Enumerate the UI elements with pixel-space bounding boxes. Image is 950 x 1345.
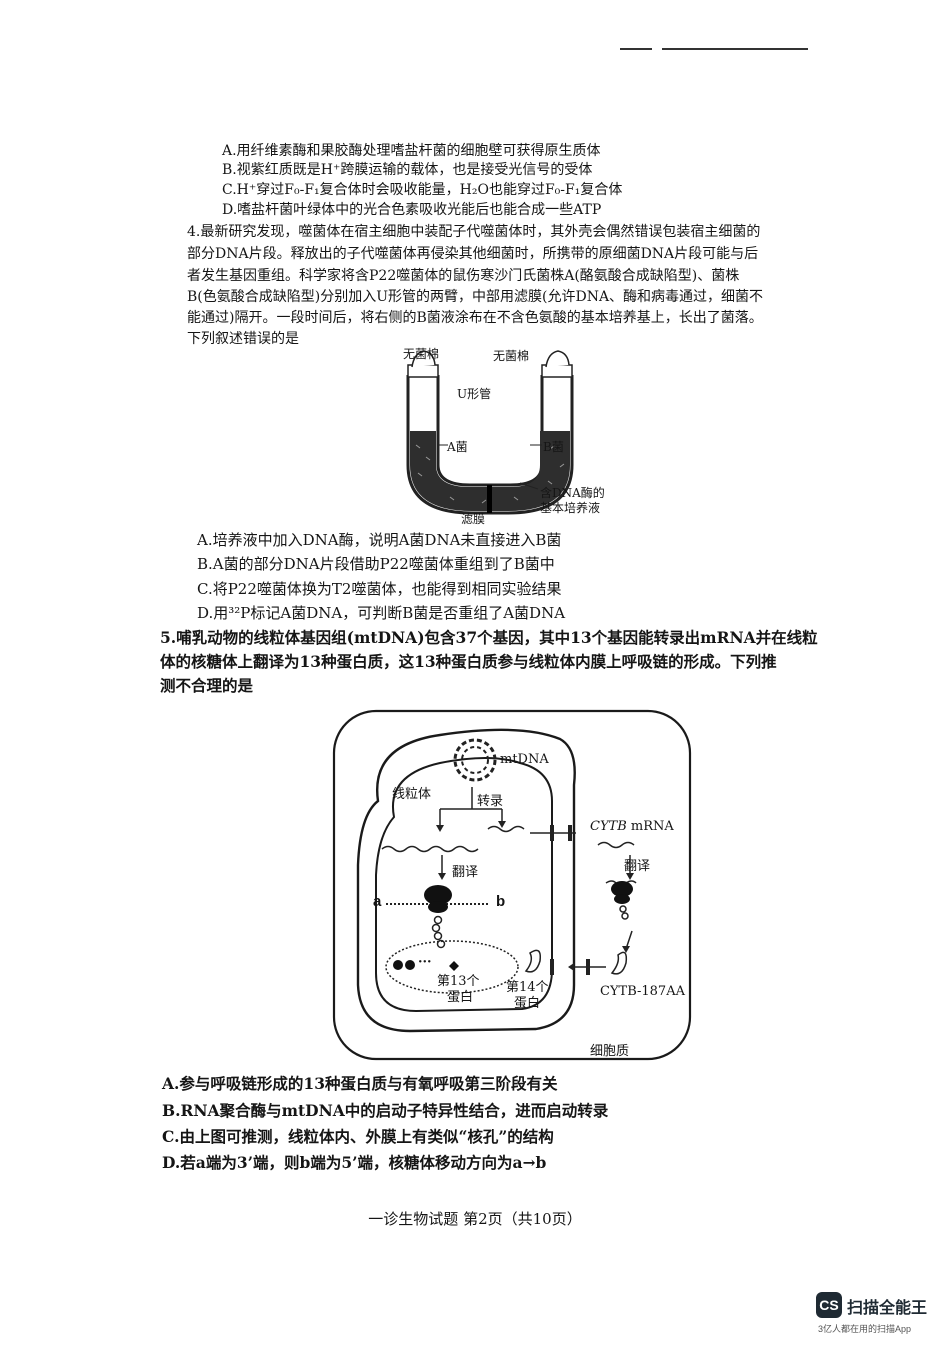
right-plug-label: 无菌棉: [493, 349, 530, 363]
protein-13-label-1: 第13个: [437, 974, 480, 989]
protein-13-shapes: [393, 960, 459, 971]
q5-stem-line-1: 5.哺乳动物的线粒体基因组(mtDNA)包含37个基因，其中13个基因能转录出m…: [160, 628, 818, 647]
page-footer: 一诊生物试题 第2页（共10页）: [368, 1210, 582, 1228]
right-cotton-plug: [541, 350, 573, 378]
end-b-label: b: [496, 893, 506, 910]
a-strain-label: A菌: [447, 440, 468, 454]
q4-option-a: A.培养液中加入DNA酶，说明A菌DNA未直接进入B菌: [197, 531, 562, 549]
translation-label-cyto: 翻译: [624, 859, 651, 874]
q5-option-a: A.参与呼吸链形成的13种蛋白质与有氧呼吸第三阶段有关: [162, 1074, 558, 1093]
left-plug-label: 无菌棉: [403, 347, 440, 361]
medium-label-2: 基本培养液: [540, 501, 601, 515]
q5-option-c: C.由上图可推测，线粒体内、外膜上有类似“核孔”的结构: [162, 1127, 554, 1146]
mitochondrion-figure: [332, 709, 692, 1061]
scanner-logo-icon: CS: [816, 1292, 842, 1318]
filter-membrane: [487, 485, 492, 513]
cytoplasm-label: 细胞质: [590, 1044, 630, 1059]
cytb-protein-shape: [610, 951, 628, 975]
cytb-mrna-gene: CYTB: [590, 819, 627, 834]
protein-14-label-1: 第14个: [506, 980, 549, 995]
mito-inner-membrane: [375, 757, 553, 1013]
q4-option-d: D.用³²P标记A菌DNA，可判断B菌是否重组了A菌DNA: [197, 604, 566, 622]
mrna-left: [381, 845, 479, 853]
b-strain-label: B菌: [543, 440, 564, 454]
q5-option-d: D.若a端为3’端，则b端为5’端，核糖体移动方向为a→b: [162, 1153, 547, 1172]
u-tube-figure: [406, 350, 574, 515]
mtdna-label: mtDNA: [500, 752, 549, 767]
q4-stem-line-6: 下列叙述错误的是: [187, 331, 299, 347]
membrane-channel-upper: [530, 825, 576, 841]
mito-label: 线粒体: [392, 787, 432, 802]
cell-boundary: [332, 709, 692, 1061]
top-rule-right: [662, 48, 808, 50]
protein-complex-outline: [385, 940, 519, 994]
scanner-tagline: 3亿人都在用的扫描App: [818, 1324, 912, 1334]
q3-option-d: D.嗜盐杆菌叶绿体中的光合色素吸收光能后也能合成一些ATP: [222, 202, 602, 218]
protein-dots: ···: [418, 955, 432, 970]
transcription-label: 转录: [477, 794, 504, 809]
mtdna-circle: [453, 738, 497, 782]
protein-14-shape: [524, 949, 542, 973]
translation-label-mito: 翻译: [452, 865, 479, 880]
mrna-right: [597, 841, 635, 849]
q4-stem-line-4: B(色氨酸合成缺陷型)分别加入U形管的两臂，中部用滤膜(允许DNA、酶和病毒通过…: [187, 289, 764, 305]
top-rule-left: [620, 48, 652, 50]
u-tube-label: U形管: [457, 387, 492, 401]
q5-option-b: B.RNA聚合酶与mtDNA中的启动子特异性结合，进而启动转录: [162, 1101, 609, 1120]
scanner-app-name: 扫描全能王: [847, 1300, 928, 1317]
q5-stem-line-3: 测不合理的是: [160, 676, 254, 695]
q3-option-c: C.H⁺穿过F₀-F₁复合体时会吸收能量，H₂O也能穿过F₀-F₁复合体: [222, 182, 623, 198]
q4-stem-line-1: 4.最新研究发现，噬菌体在宿主细胞中装配子代噬菌体时，其外壳会偶然错误包装宿主细…: [187, 224, 761, 240]
medium-label-1: 含DNA酶的: [540, 486, 605, 500]
cytb-protein-label: CYTB-187AA: [600, 984, 685, 999]
q3-option-b: B.视紫红质既是H⁺跨膜运输的载体，也是接受光信号的受体: [222, 162, 593, 178]
protein-13-label-2: 蛋白: [447, 990, 474, 1005]
culture-liquid: [410, 431, 570, 511]
filter-label: 滤膜: [461, 512, 486, 526]
protein-14-label-2: 蛋白: [514, 996, 541, 1011]
mrna-middle: [487, 825, 525, 833]
left-cotton-plug: [407, 350, 439, 378]
q5-stem-line-2: 体的核糖体上翻译为13种蛋白质，这13种蛋白质参与线粒体内膜上呼吸链的形成。下列…: [160, 652, 777, 671]
cytb-mrna-suffix: mRNA: [626, 819, 674, 834]
liquid-speckles: [415, 444, 565, 504]
q4-option-b: B.A菌的部分DNA片段借助P22噬菌体重组到了B菌中: [197, 555, 555, 573]
q4-stem-line-5: 能通过)隔开。一段时间后，将右侧的B菌液涂布在不含色氨酸的基本培养基上，长出了菌…: [187, 310, 763, 326]
q4-option-c: C.将P22噬菌体换为T2噬菌体，也能得到相同实验结果: [197, 580, 562, 598]
membrane-channel-lower: [550, 959, 606, 975]
ribosome-mito: [386, 885, 490, 949]
q4-stem-line-2: 部分DNA片段。释放出的子代噬菌体再侵染其他细菌时，所携带的原细菌DNA片段可能…: [187, 246, 759, 262]
cytb-mrna-label: CYTB mRNA: [590, 819, 674, 834]
ribosome-cytoplasm: [605, 880, 637, 920]
mito-outer-membrane: [356, 728, 576, 1033]
q3-option-a: A.用纤维素酶和果胶酶处理嗜盐杆菌的细胞壁可获得原生质体: [222, 143, 601, 159]
end-a-label: a: [373, 893, 382, 910]
medium-label-leader: [519, 482, 539, 490]
q4-stem-line-3: 者发生基因重组。科学家将含P22噬菌体的鼠伤寒沙门氏菌株A(酪氨酸合成缺陷型)、…: [187, 268, 740, 284]
